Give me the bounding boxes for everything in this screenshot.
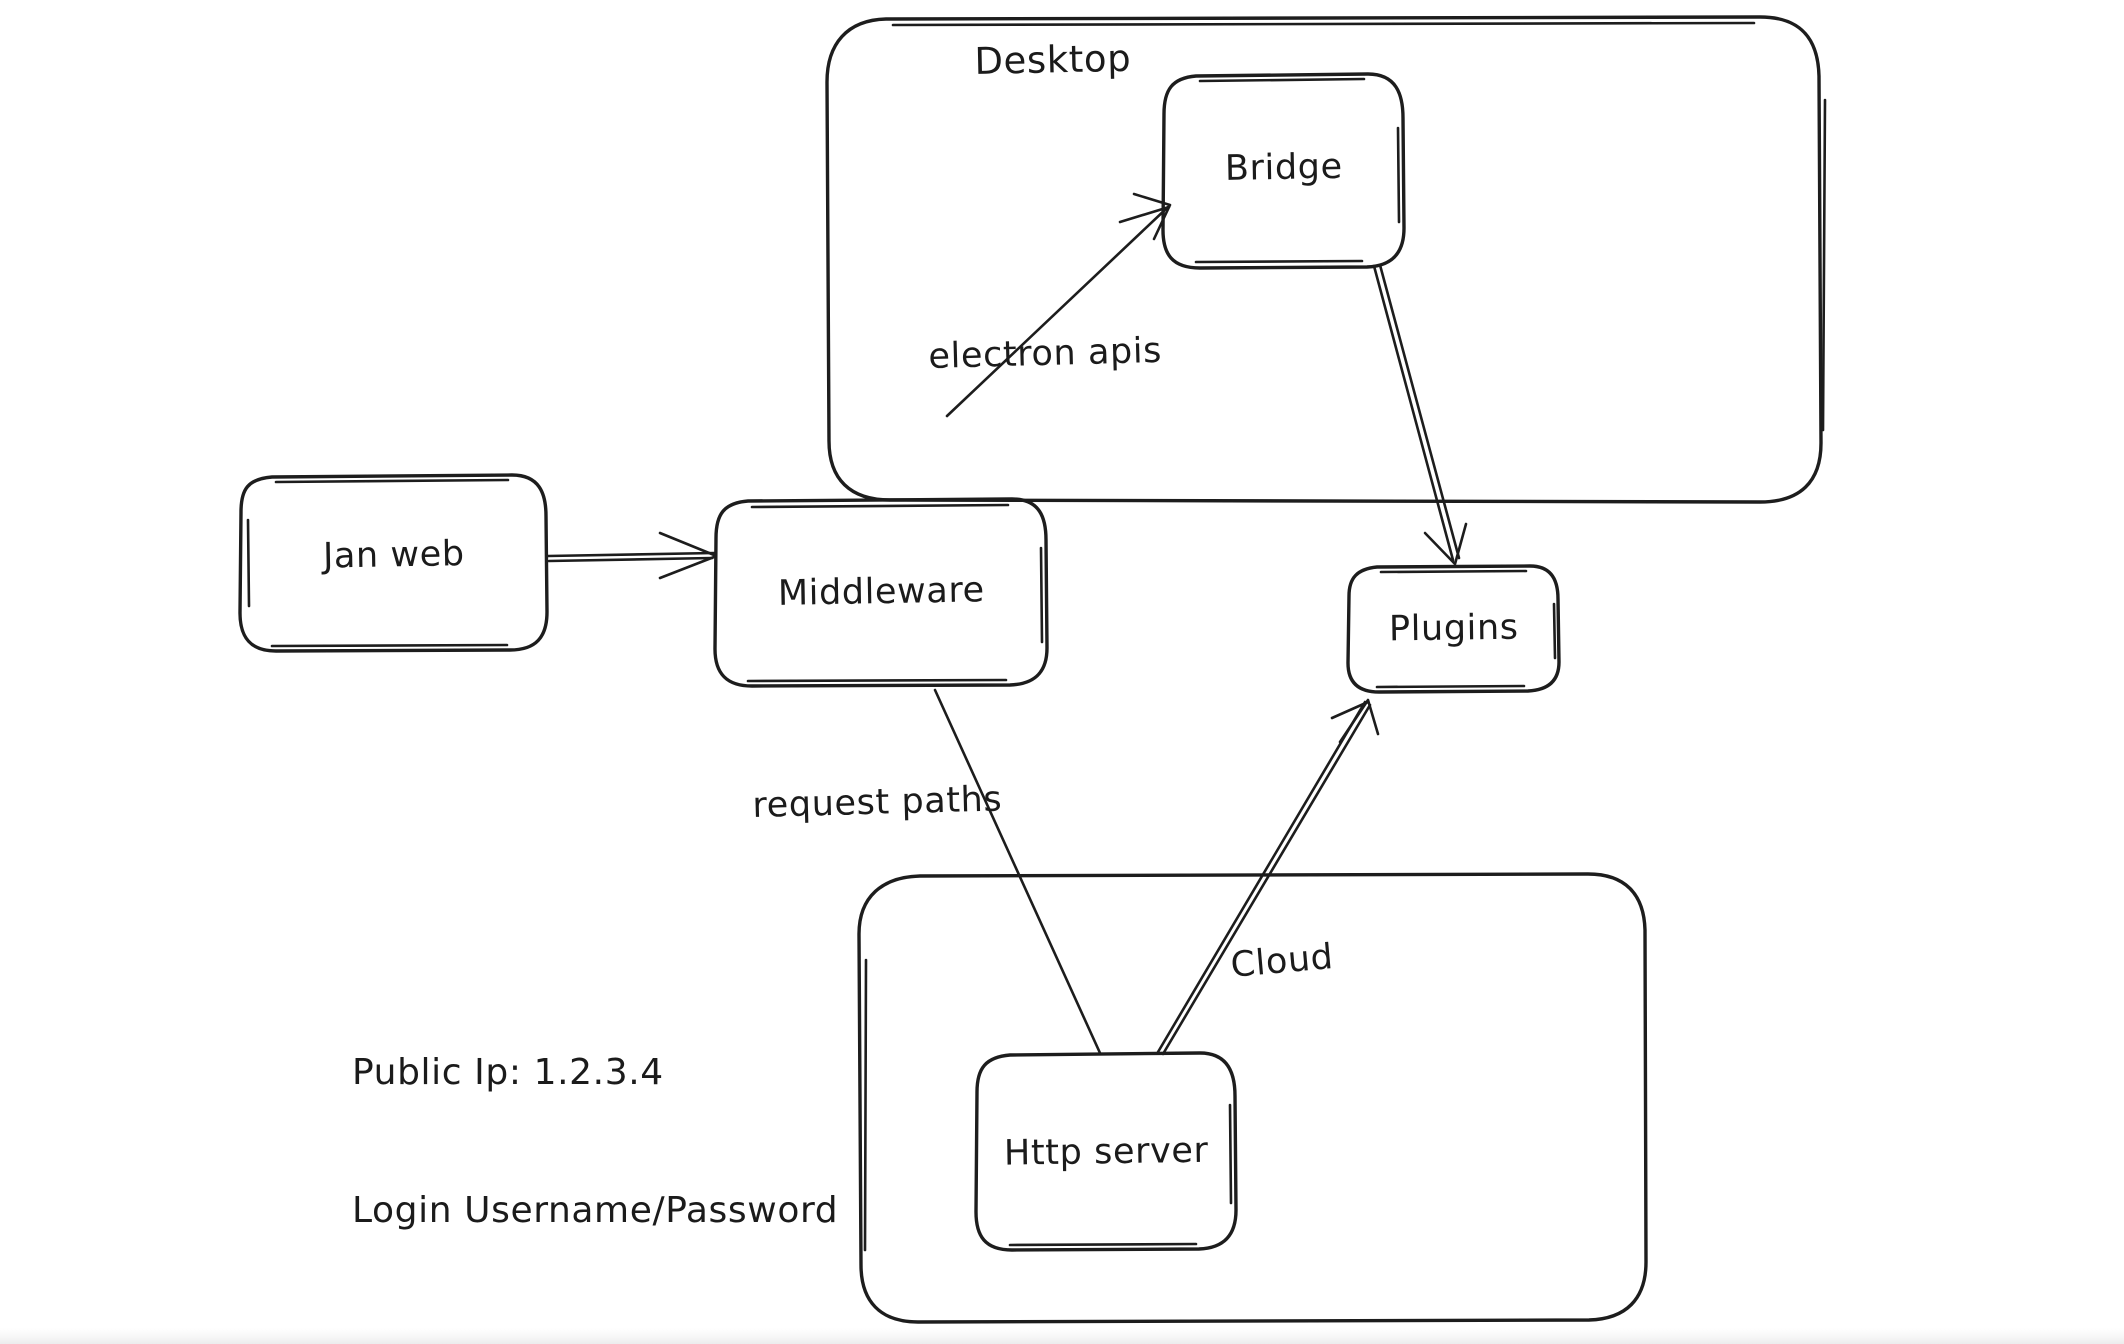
node-bridge-outline [1161, 72, 1406, 270]
note-login-credentials: Login Username/Password [352, 1190, 839, 1232]
node-http-server-outline [974, 1051, 1238, 1252]
notes-block: Public Ip: 1.2.3.4 Login Username/Passwo… [352, 958, 838, 1327]
node-label-middleware[interactable]: Middleware [777, 570, 986, 614]
edge-label-electron-apis: electron apis [928, 330, 1163, 377]
edge-middleware-to-bridge [945, 192, 1172, 418]
edge-httpserver-to-plugins [1156, 698, 1380, 1056]
horizontal-scrollbar[interactable] [0, 1328, 2124, 1344]
node-label-bridge[interactable]: Bridge [1224, 146, 1344, 189]
node-plugins-outline [1346, 564, 1561, 694]
edge-janweb-to-middleware [546, 531, 716, 580]
edge-middleware-to-httpserver [933, 688, 1102, 1055]
group-desktop-outline [825, 15, 1827, 504]
node-label-plugins[interactable]: Plugins [1388, 607, 1519, 650]
edge-label-request-paths: request paths [752, 779, 1003, 826]
note-public-ip: Public Ip: 1.2.3.4 [352, 1052, 664, 1094]
node-jan-web-outline [238, 473, 549, 653]
group-cloud-outline [857, 872, 1648, 1324]
node-middleware-outline [713, 497, 1049, 688]
edge-bridge-to-plugins [1372, 263, 1468, 566]
group-label-desktop: Desktop [974, 36, 1132, 83]
node-label-jan-web[interactable]: Jan web [322, 534, 465, 577]
node-label-http-server[interactable]: Http server [1003, 1130, 1209, 1174]
